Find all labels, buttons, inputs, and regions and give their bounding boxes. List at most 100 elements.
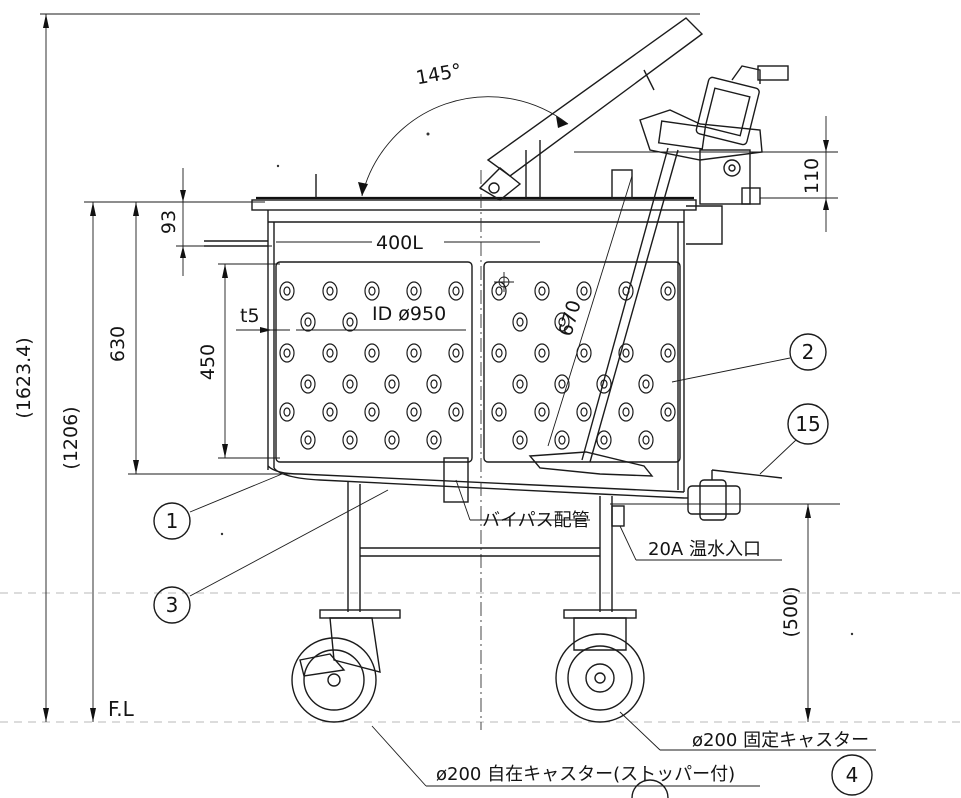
dimple-center xyxy=(283,286,291,296)
dimple-center xyxy=(642,379,650,389)
dimple-center xyxy=(368,348,376,358)
dimple xyxy=(554,374,570,394)
arrow xyxy=(133,202,139,216)
lid-knob xyxy=(643,69,655,91)
dimple-center xyxy=(516,379,524,389)
dimple-center xyxy=(346,379,354,389)
dimple-center xyxy=(283,407,291,417)
dimple xyxy=(596,374,612,394)
arrow xyxy=(556,116,568,128)
part-number-2: 2 xyxy=(802,340,815,364)
cross-mark xyxy=(498,276,510,288)
jacket-panel-right xyxy=(483,261,681,463)
arrow xyxy=(823,198,829,210)
dimple-center xyxy=(622,348,630,358)
arrow xyxy=(823,140,829,152)
speck xyxy=(850,632,854,636)
dimple-center xyxy=(304,317,312,327)
dimple xyxy=(300,430,316,450)
arrow xyxy=(358,182,368,196)
impeller xyxy=(528,451,654,477)
dimple xyxy=(534,402,550,422)
arrow xyxy=(805,504,811,518)
bypass-leader xyxy=(455,479,471,521)
dimple xyxy=(512,312,528,332)
wall-thickness-label: t5 xyxy=(240,305,260,327)
dimple xyxy=(448,281,464,301)
dimple xyxy=(364,402,380,422)
inner-diameter-label: ID ø950 xyxy=(372,303,446,325)
drain-fitting xyxy=(443,457,469,503)
speck xyxy=(220,532,224,536)
rim-height-label: (1206) xyxy=(60,406,82,469)
hot-water-nozzle xyxy=(611,505,625,527)
jacket-panel-left xyxy=(275,261,473,463)
dimple xyxy=(660,402,676,422)
dimple xyxy=(448,343,464,363)
dimple-center xyxy=(410,286,418,296)
dimple-center xyxy=(346,317,354,327)
lid-rim-label: 93 xyxy=(158,210,180,234)
arrow xyxy=(805,708,811,722)
dimple-center xyxy=(388,379,396,389)
part-balloon-4 xyxy=(831,754,873,796)
arrow xyxy=(90,202,96,216)
dimple-center xyxy=(326,407,334,417)
swivel-caster-label: ø200 自在キャスター(ストッパー付) xyxy=(436,764,735,785)
dimple-center xyxy=(622,407,630,417)
dimple-center xyxy=(410,348,418,358)
swivel-caster xyxy=(291,609,401,723)
part-number-15: 15 xyxy=(795,412,820,436)
lid-rim xyxy=(251,199,697,211)
dimple-center xyxy=(326,348,334,358)
arrow xyxy=(90,708,96,722)
fixed-caster-label: ø200 固定キャスター xyxy=(692,730,869,751)
dimple-center xyxy=(410,407,418,417)
dimple xyxy=(618,343,634,363)
dimple xyxy=(279,402,295,422)
part-number-3: 3 xyxy=(166,593,179,617)
dimple-center xyxy=(538,286,546,296)
part-leader-15 xyxy=(759,439,797,475)
dimple-center xyxy=(495,348,503,358)
dimple xyxy=(448,402,464,422)
dimple-center xyxy=(388,435,396,445)
part-leader-1 xyxy=(189,473,283,513)
fixed-caster xyxy=(555,609,645,723)
lid-angle-arc xyxy=(361,96,569,197)
dimple-center xyxy=(452,348,460,358)
part-leader-2 xyxy=(671,357,791,383)
overall-height-label: (1623.4) xyxy=(13,337,35,418)
dimple xyxy=(279,281,295,301)
motor-offset-label: 110 xyxy=(801,158,823,194)
dimple xyxy=(406,281,422,301)
tank-bottom xyxy=(267,465,685,493)
floor-level-label: F.L xyxy=(108,697,135,721)
dimple-center xyxy=(558,435,566,445)
dimple xyxy=(342,430,358,450)
dimple xyxy=(534,343,550,363)
dimple xyxy=(322,281,338,301)
dimple-center xyxy=(538,348,546,358)
part-balloon-2 xyxy=(789,333,827,371)
dimple-center xyxy=(452,286,460,296)
dimple-center xyxy=(664,348,672,358)
dimple xyxy=(279,343,295,363)
dimple xyxy=(554,430,570,450)
dimple-center xyxy=(368,407,376,417)
dimple xyxy=(364,343,380,363)
panel-height-label: 450 xyxy=(197,344,219,380)
dimple-center xyxy=(430,435,438,445)
shaft-length-label: 670 xyxy=(555,298,586,339)
part-balloon-15 xyxy=(787,403,829,445)
dimple-center xyxy=(664,286,672,296)
dimple-center xyxy=(580,286,588,296)
dimple xyxy=(364,281,380,301)
arrow xyxy=(180,190,186,202)
dimple xyxy=(426,374,442,394)
agitator-shaft xyxy=(589,149,679,463)
dimple xyxy=(576,281,592,301)
dimple xyxy=(491,402,507,422)
